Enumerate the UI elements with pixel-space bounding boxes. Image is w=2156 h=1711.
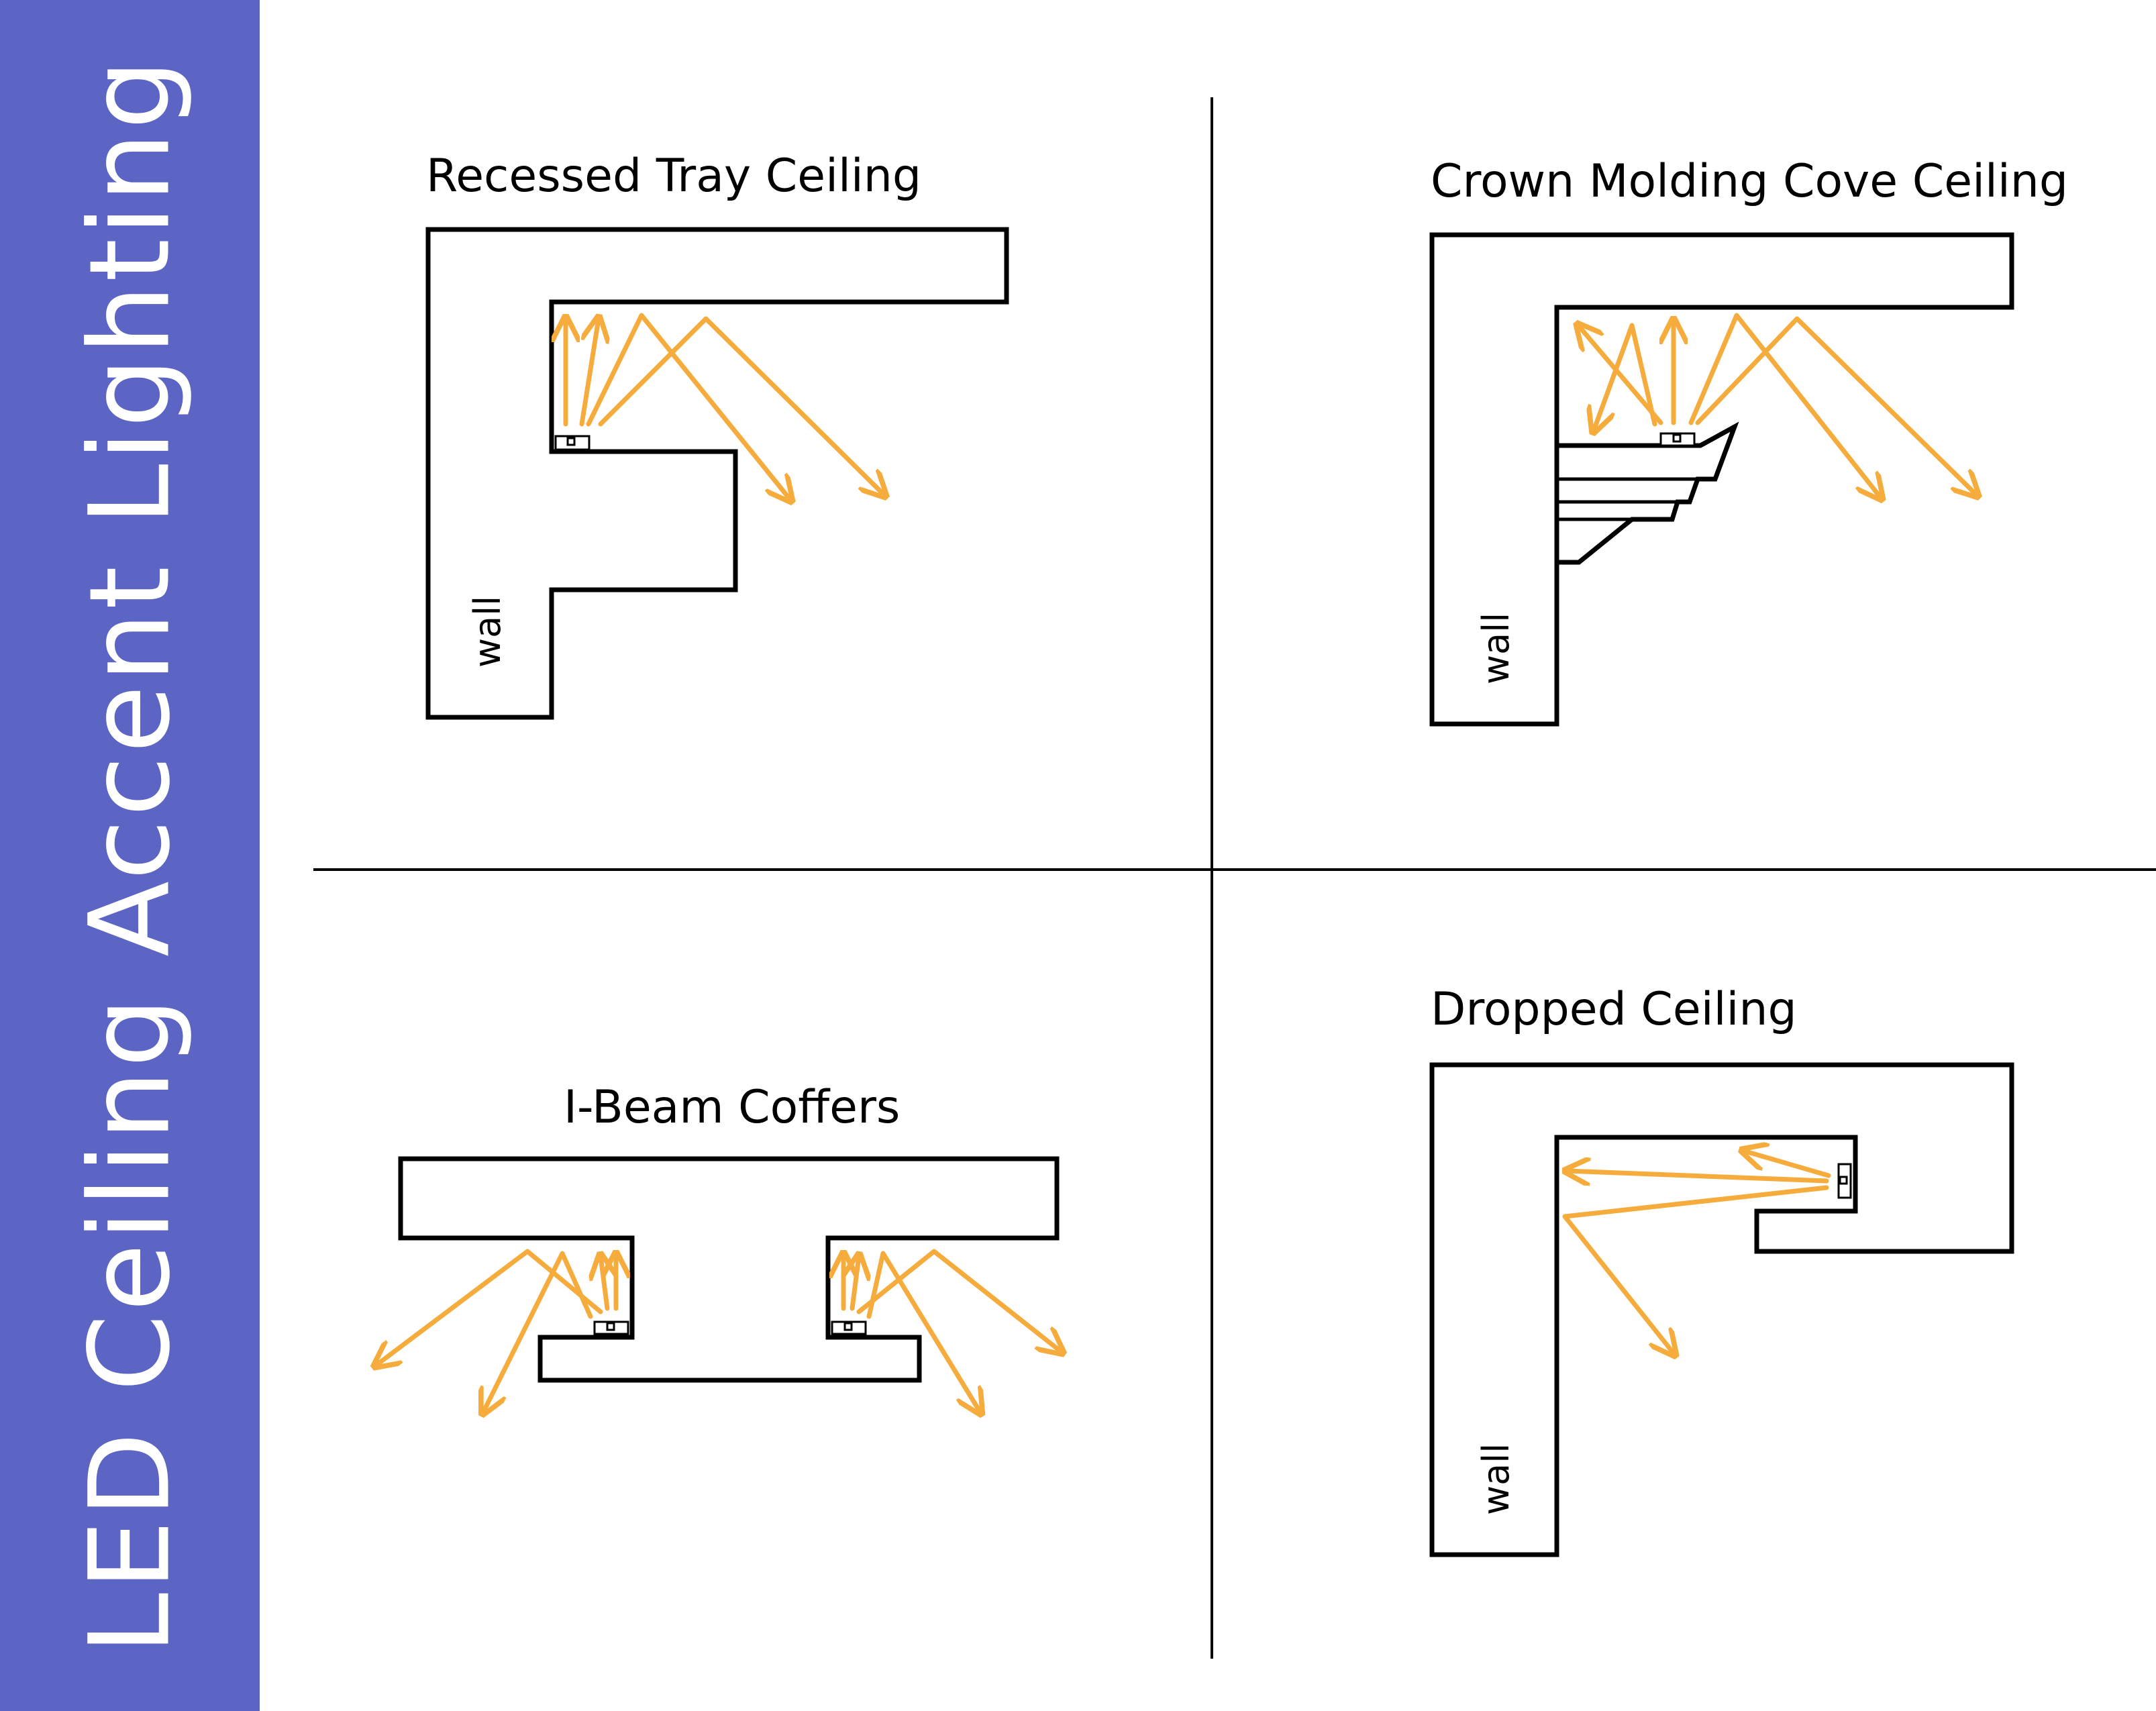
light-ray — [852, 1256, 859, 1311]
led-chip-crown-molding — [1672, 433, 1682, 443]
panel-crown-molding: Crown Molding Cove Ceiling wall — [1429, 155, 2068, 727]
crown-molding-trim — [1554, 421, 1739, 565]
light-rays-crown-molding — [1578, 313, 1977, 498]
led-chip-recessed-tray — [566, 437, 576, 446]
led-chip-i-beam-right — [843, 1322, 853, 1331]
light-ray — [579, 319, 599, 427]
panel-title-i-beam: I-Beam Coffers — [564, 1081, 900, 1134]
light-ray — [483, 1251, 593, 1412]
led-chip-i-beam-left — [606, 1322, 615, 1331]
wall-label-crown-molding: wall — [1475, 613, 1517, 684]
light-ray — [586, 313, 790, 500]
panel-i-beam: I-Beam Coffers — [376, 1081, 1062, 1412]
light-ray — [1688, 313, 1881, 498]
panel-title-crown-molding: Crown Molding Cove Ceiling — [1431, 155, 2068, 208]
light-ray — [598, 316, 884, 495]
light-ray — [1567, 1171, 1829, 1181]
panel-dropped: Dropped Ceiling wall — [1429, 983, 2014, 1557]
light-rays-dropped — [1562, 1151, 1831, 1354]
wall-label-dropped: wall — [1475, 1443, 1517, 1515]
light-ray — [1594, 323, 1657, 431]
led-chip-dropped — [1839, 1176, 1848, 1185]
sidebar: LED Ceiling Accent Lighting — [0, 0, 260, 1711]
recessed-tray-structure — [425, 227, 1009, 720]
light-rays-i-beam-left — [376, 1249, 616, 1412]
light-ray — [1695, 316, 1977, 495]
panel-recessed-tray: Recessed Tray Ceiling wall — [425, 150, 1009, 720]
light-ray — [866, 1251, 980, 1412]
light-rays-i-beam-right — [843, 1249, 1062, 1412]
dropped-ceiling-structure — [1429, 1062, 2014, 1557]
panel-title-dropped: Dropped Ceiling — [1431, 983, 1797, 1036]
panel-title-recessed-tray: Recessed Tray Ceiling — [426, 150, 921, 203]
light-ray — [376, 1249, 603, 1365]
light-ray — [856, 1249, 1062, 1352]
i-beam-structure — [398, 1156, 1060, 1383]
wall-label-recessed-tray: wall — [466, 596, 509, 668]
light-rays-recessed-tray — [566, 315, 884, 500]
light-ray — [1578, 325, 1663, 425]
light-ray — [601, 1256, 607, 1311]
crown-molding-structure — [1429, 232, 2014, 727]
light-ray — [1562, 1185, 1829, 1354]
light-ray — [1743, 1151, 1831, 1178]
